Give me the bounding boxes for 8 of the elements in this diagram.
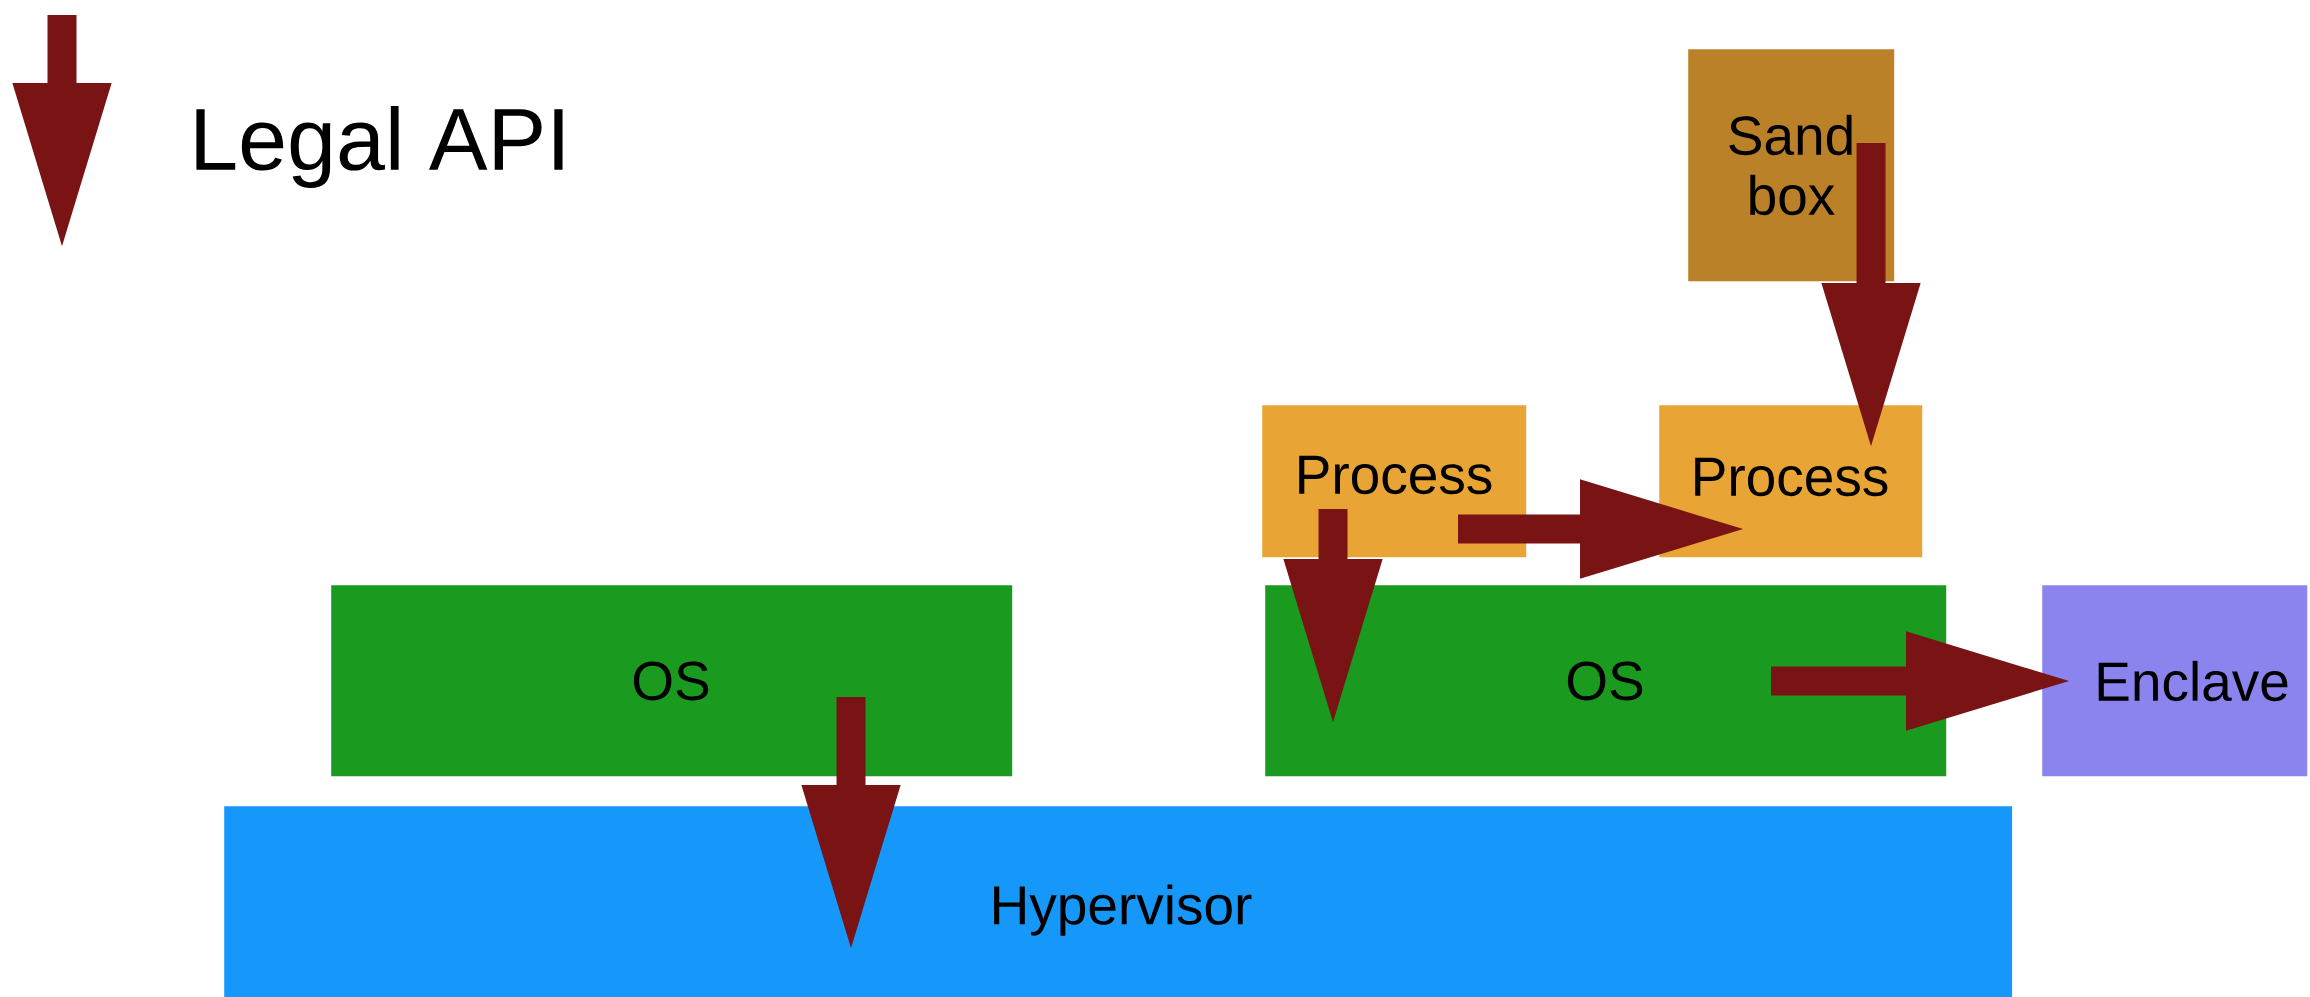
legend-label: Legal API xyxy=(196,106,563,188)
process-box: Process xyxy=(1262,405,1527,558)
hypervisor-box: Hypervisor xyxy=(224,806,2013,997)
os-box: OS xyxy=(1265,585,1947,777)
sandbox-box: Sand box xyxy=(1688,49,1895,282)
enclave-box: Enclave xyxy=(2042,585,2308,777)
os-box: OS xyxy=(331,585,1013,777)
process-box: Process xyxy=(1659,405,1923,558)
